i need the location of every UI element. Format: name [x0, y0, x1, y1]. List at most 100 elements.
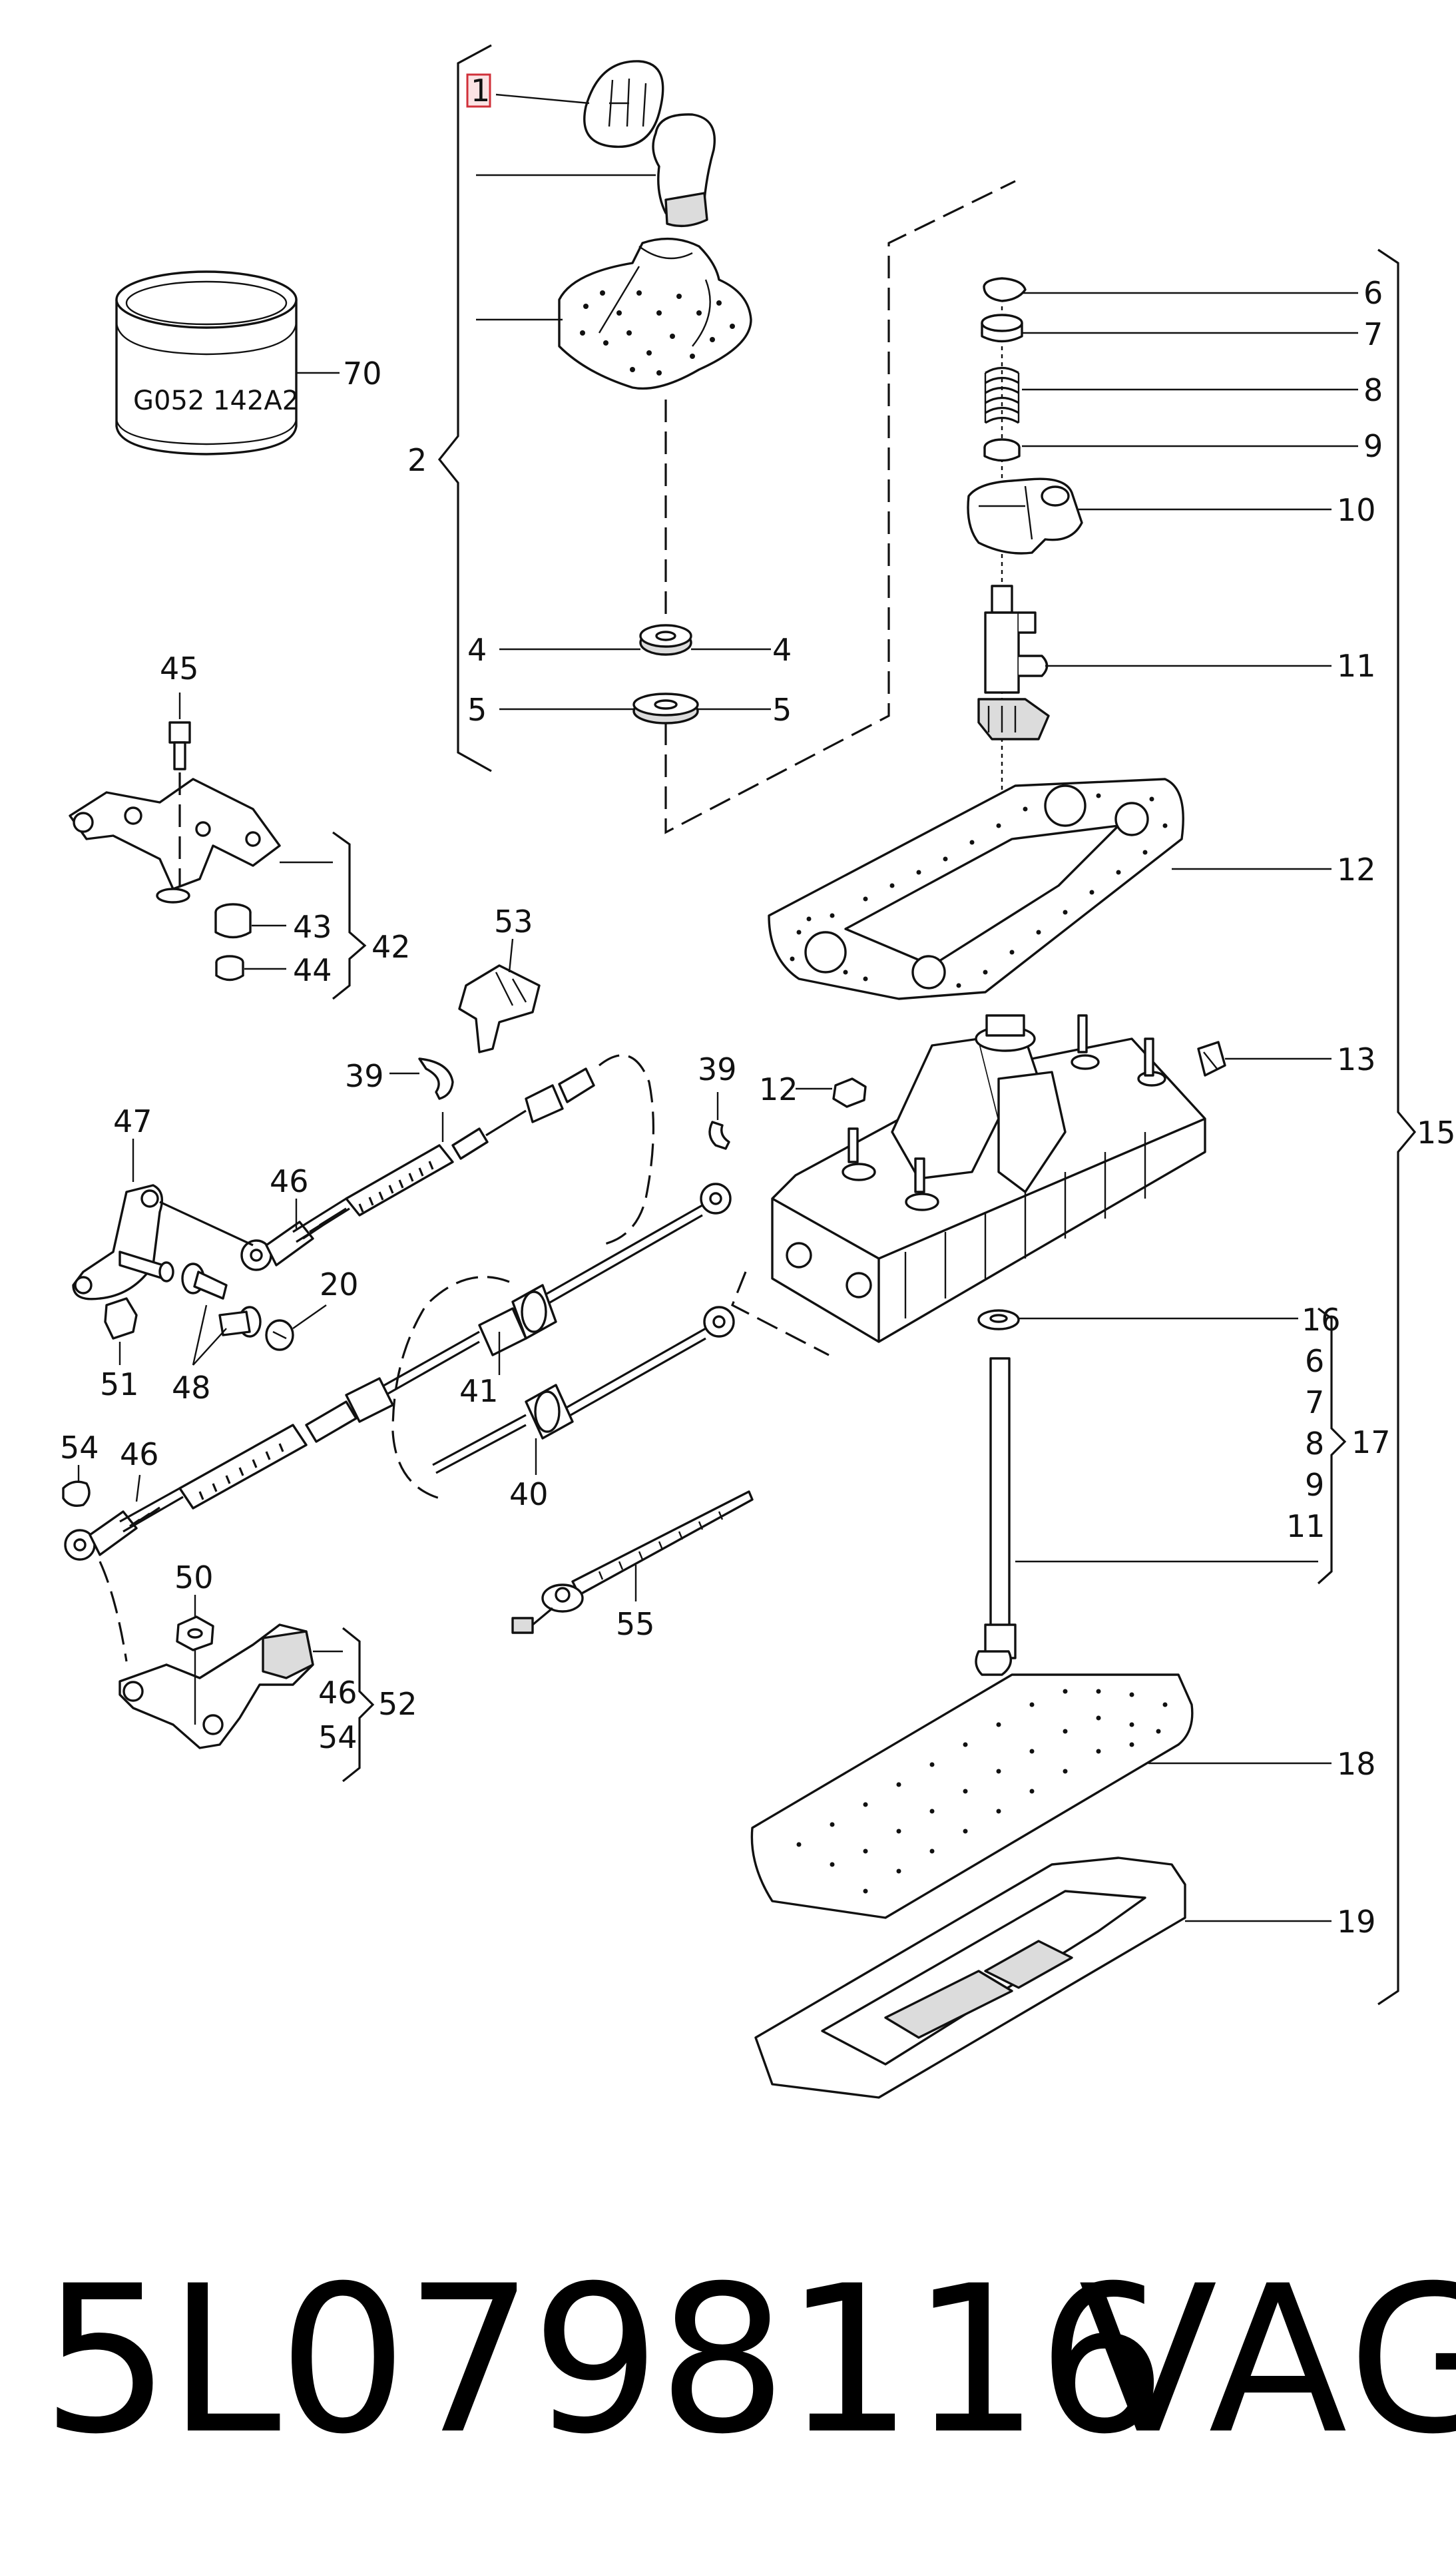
- block-51: [104, 1297, 138, 1340]
- callout-17-9: 9: [1305, 1467, 1324, 1503]
- callout-15: 15: [1417, 1115, 1456, 1151]
- selector-arm-52: [119, 1623, 314, 1749]
- leader-48a: [192, 1304, 208, 1366]
- callout-4-left: 4: [467, 632, 487, 668]
- callout-12-nut: 12: [759, 1071, 798, 1107]
- lever-47: [72, 1184, 174, 1300]
- callout-48: 48: [172, 1370, 211, 1406]
- brand-name: VAG: [1079, 2242, 1456, 2478]
- seat-9: [983, 438, 1021, 462]
- gear-knob: [652, 113, 716, 228]
- callout-52: 52: [378, 1686, 417, 1722]
- callout-12: 12: [1337, 852, 1376, 888]
- sleeve-44: [215, 955, 244, 982]
- callout-55: 55: [616, 1606, 655, 1642]
- callout-5-right: 5: [772, 692, 792, 728]
- housing-dash: [730, 1271, 830, 1356]
- housing-assembly-bracket: [1377, 248, 1417, 2006]
- callout-13: 13: [1337, 1041, 1376, 1077]
- callout-7: 7: [1363, 316, 1383, 352]
- callout-17-8: 8: [1305, 1426, 1324, 1462]
- callout-43: 43: [293, 909, 332, 945]
- sleeve-marking: G052 142A2: [133, 386, 299, 416]
- guide-10: [967, 477, 1083, 555]
- gasket-12: [768, 778, 1184, 1000]
- callout-45: 45: [160, 651, 199, 687]
- callout-50: 50: [174, 1560, 214, 1595]
- callout-8: 8: [1363, 372, 1383, 408]
- cable-39-clip-a: [418, 1057, 454, 1100]
- bushing-43: [214, 903, 252, 939]
- cover-plate-18: [750, 1673, 1194, 1919]
- callout-53: 53: [494, 904, 533, 940]
- clip-54: [62, 1480, 91, 1507]
- cable-lower-assembly: [64, 1400, 358, 1561]
- callout-10: 10: [1337, 492, 1376, 528]
- base-frame-19: [754, 1856, 1186, 2099]
- callout-1: 1: [471, 73, 490, 109]
- callout-17-6: 6: [1305, 1343, 1324, 1379]
- spring-8: [984, 366, 1020, 424]
- lever-cable-line: [159, 1201, 254, 1247]
- exploded-parts-diagram: G052 142A2: [60, 44, 1456, 2099]
- part-number: 5L0798116: [41, 2242, 1166, 2478]
- washer-sm: [156, 888, 190, 904]
- callout-2: 2: [407, 442, 427, 478]
- selector-shaft: [975, 1357, 1017, 1676]
- bracket-group-bracket: [332, 831, 367, 1000]
- callout-20: 20: [320, 1267, 359, 1302]
- leaders-cables: [135, 1112, 537, 1502]
- callout-54-clip: 54: [60, 1430, 99, 1466]
- cable-tie-55: [511, 1490, 754, 1634]
- callout-42: 42: [371, 929, 411, 965]
- washer-5: [632, 693, 699, 724]
- callout-labels: 1 2 4 4 5 5 6 7 8 9 10 11 12 12 13 15 16…: [60, 73, 1456, 1940]
- nut-12: [832, 1077, 867, 1108]
- bolt-45: [168, 721, 191, 770]
- clip-20: [265, 1319, 294, 1351]
- callout-4-right: 4: [772, 632, 792, 668]
- callout-11: 11: [1337, 648, 1376, 684]
- callout-39-right: 39: [698, 1051, 737, 1087]
- callout-47: 47: [113, 1103, 152, 1139]
- callout-9: 9: [1363, 428, 1383, 464]
- arm-group-bracket: [342, 1627, 375, 1783]
- footer: 5L0798116 VAG: [0, 2221, 1456, 2500]
- callout-46-arm: 46: [318, 1675, 358, 1711]
- knob-assembly-dash: [664, 180, 1016, 834]
- callout-6: 6: [1363, 275, 1383, 311]
- cable-40-assembly: [432, 1306, 735, 1474]
- knob-group-bracket: [437, 44, 492, 772]
- callout-17-7: 7: [1305, 1384, 1324, 1420]
- callout-70: 70: [343, 356, 382, 392]
- callout-40: 40: [509, 1476, 549, 1512]
- shaft-group-bracket: [1317, 1307, 1347, 1585]
- callout-16: 16: [1302, 1302, 1341, 1338]
- callout-18: 18: [1337, 1746, 1376, 1782]
- callout-41: 41: [459, 1373, 499, 1409]
- callout-17: 17: [1351, 1424, 1391, 1460]
- lever-11: [977, 585, 1050, 740]
- shifter-housing: [771, 1014, 1206, 1343]
- washer-16: [977, 1309, 1020, 1330]
- leaders-lever-top: [1022, 292, 1358, 667]
- callout-46-lower: 46: [120, 1436, 159, 1472]
- clip-6: [983, 277, 1027, 302]
- cap-7: [981, 314, 1023, 343]
- nut-50: [176, 1615, 214, 1651]
- bushing-4: [639, 624, 692, 656]
- clip-13: [1197, 1041, 1226, 1077]
- cable-upper-assembly: [240, 1054, 655, 1271]
- leader-20: [292, 1304, 327, 1329]
- pins-48: [181, 1263, 262, 1338]
- bracket-42: [69, 778, 281, 890]
- highlight-box-1: [466, 73, 491, 108]
- cable-39-clip-b: [708, 1121, 730, 1150]
- callout-17-11: 11: [1286, 1508, 1326, 1544]
- cable-41-assembly: [345, 1183, 732, 1500]
- callout-46-upper: 46: [270, 1163, 309, 1199]
- shift-boot: [558, 237, 752, 390]
- callout-19: 19: [1337, 1904, 1376, 1940]
- callout-54-arm: 54: [318, 1719, 358, 1755]
- leaders-knob: [476, 93, 771, 710]
